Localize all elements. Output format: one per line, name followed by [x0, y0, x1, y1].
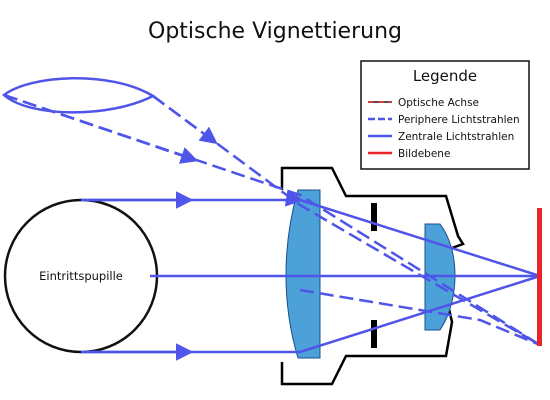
legend-item-optical-axis: Optische Achse [368, 97, 479, 109]
legend-item-central-rays: Zentrale Lichtstrahlen [368, 131, 514, 143]
legend-box [360, 60, 530, 170]
peripheral-rays [3, 93, 541, 347]
legend: Legende Optische Achse Periphere Lichtst… [360, 60, 530, 170]
legend-item-image-plane: Bildebene [368, 148, 450, 160]
legend-label-optical-axis: Optische Achse [398, 97, 479, 109]
legend-item-peripheral-rays: Periphere Lichtstrahlen [368, 114, 520, 126]
aperture-stop [371, 203, 377, 348]
peripheral-ray-lower-arrow [3, 93, 199, 164]
lens-housing [280, 166, 465, 386]
entrance-pupil-label: Eintrittspupille [39, 269, 123, 283]
entrance-pupil: Eintrittspupille [3, 198, 159, 354]
front-lens [285, 189, 321, 359]
legend-label-central-rays: Zentrale Lichtstrahlen [398, 131, 514, 143]
peripheral-ray-upper-arrow [152, 94, 218, 145]
peripheral-ray-inner [299, 288, 541, 347]
diagram-title: Optische Vignettierung [148, 19, 402, 44]
legend-title: Legende [413, 67, 477, 85]
legend-label-image-plane: Bildebene [398, 148, 450, 160]
peripheral-entrance-shape [2, 76, 156, 114]
image-plane [537, 208, 542, 346]
legend-label-peripheral-rays: Periphere Lichtstrahlen [398, 114, 520, 126]
central-rays [81, 189, 541, 361]
